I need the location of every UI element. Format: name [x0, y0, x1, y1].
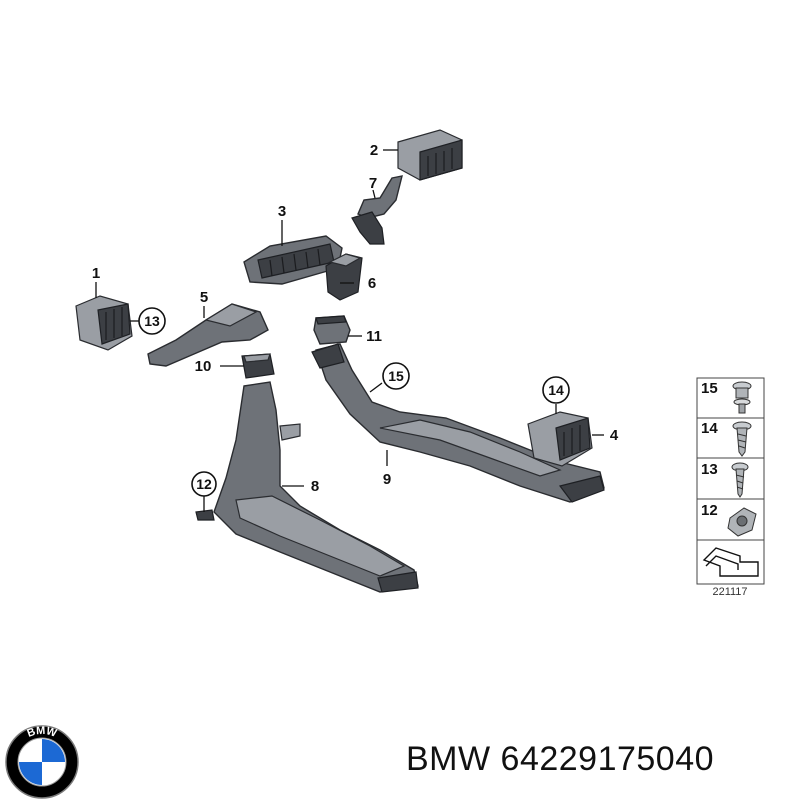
- legend-label-15: 15: [701, 380, 718, 397]
- part-2-vent-icon: [397, 129, 463, 181]
- part-8-duct-icon: [195, 381, 419, 593]
- callout-3: 3: [278, 203, 286, 220]
- part-5-duct-icon: [147, 303, 269, 367]
- part-1-vent-icon: [75, 295, 133, 351]
- callout-12: 12: [196, 476, 212, 492]
- callout-10: 10: [195, 358, 212, 375]
- screw-with-washer-icon: [732, 381, 752, 414]
- leader-lines: [95, 149, 604, 512]
- callout-2: 2: [370, 142, 378, 159]
- callout-9: 9: [383, 471, 391, 488]
- bmw-logo-icon: BMW: [5, 725, 79, 799]
- arrow-reference-icon: [702, 547, 759, 577]
- part-6-adapter-icon: [325, 253, 363, 301]
- callout-12-ring: 12: [191, 471, 217, 497]
- part-9-duct-icon: [311, 343, 605, 503]
- callout-14-ring: 14: [542, 376, 570, 404]
- callout-5: 5: [200, 289, 208, 306]
- diagram-number: 221117: [712, 586, 747, 598]
- callout-14: 14: [548, 382, 564, 398]
- fastener-legend: 15 14 13 12: [696, 377, 765, 598]
- legend-label-14: 14: [701, 420, 718, 437]
- callout-8: 8: [311, 478, 319, 495]
- screw-icon: [732, 421, 752, 457]
- callout-13-ring: 13: [138, 307, 166, 335]
- part-4-vent-icon: [527, 411, 593, 467]
- callout-11: 11: [366, 328, 382, 345]
- part-11-connector-icon: [313, 315, 351, 345]
- callout-15-ring: 15: [382, 362, 410, 390]
- callout-6: 6: [368, 275, 376, 292]
- legend-label-13: 13: [701, 461, 718, 478]
- legend-label-12: 12: [701, 502, 718, 519]
- callout-13: 13: [144, 313, 160, 329]
- part-number-caption: BMW 64229175040: [406, 740, 715, 778]
- callout-4: 4: [610, 427, 619, 444]
- callout-7: 7: [369, 175, 377, 192]
- callout-15: 15: [388, 368, 404, 384]
- clip-nut-icon: [727, 507, 757, 537]
- callout-1: 1: [92, 265, 100, 282]
- self-tapping-screw-icon: [731, 462, 749, 498]
- part-10-clip-icon: [241, 353, 275, 379]
- bmw-logo-text: BMW: [26, 725, 59, 740]
- part-7-bracket-icon: [351, 175, 403, 245]
